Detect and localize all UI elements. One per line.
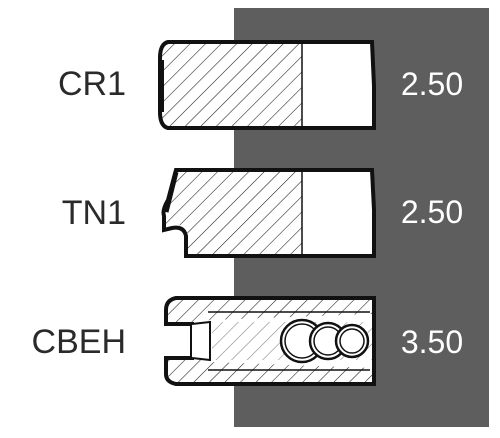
ring-value-cr1: 2.50 [400,66,464,102]
ring-label-cr1: CR1 [57,65,126,103]
ring-value-cbeh: 3.50 [400,324,464,360]
ring-label-cbeh: CBEH [31,323,126,361]
ring-profile-cbeh [164,296,376,386]
ring-value-tn1: 2.50 [400,194,464,230]
ring-label-tn1: TN1 [61,194,126,232]
ring-profile-tn1 [161,168,376,258]
ring-profile-cr1 [158,40,376,130]
